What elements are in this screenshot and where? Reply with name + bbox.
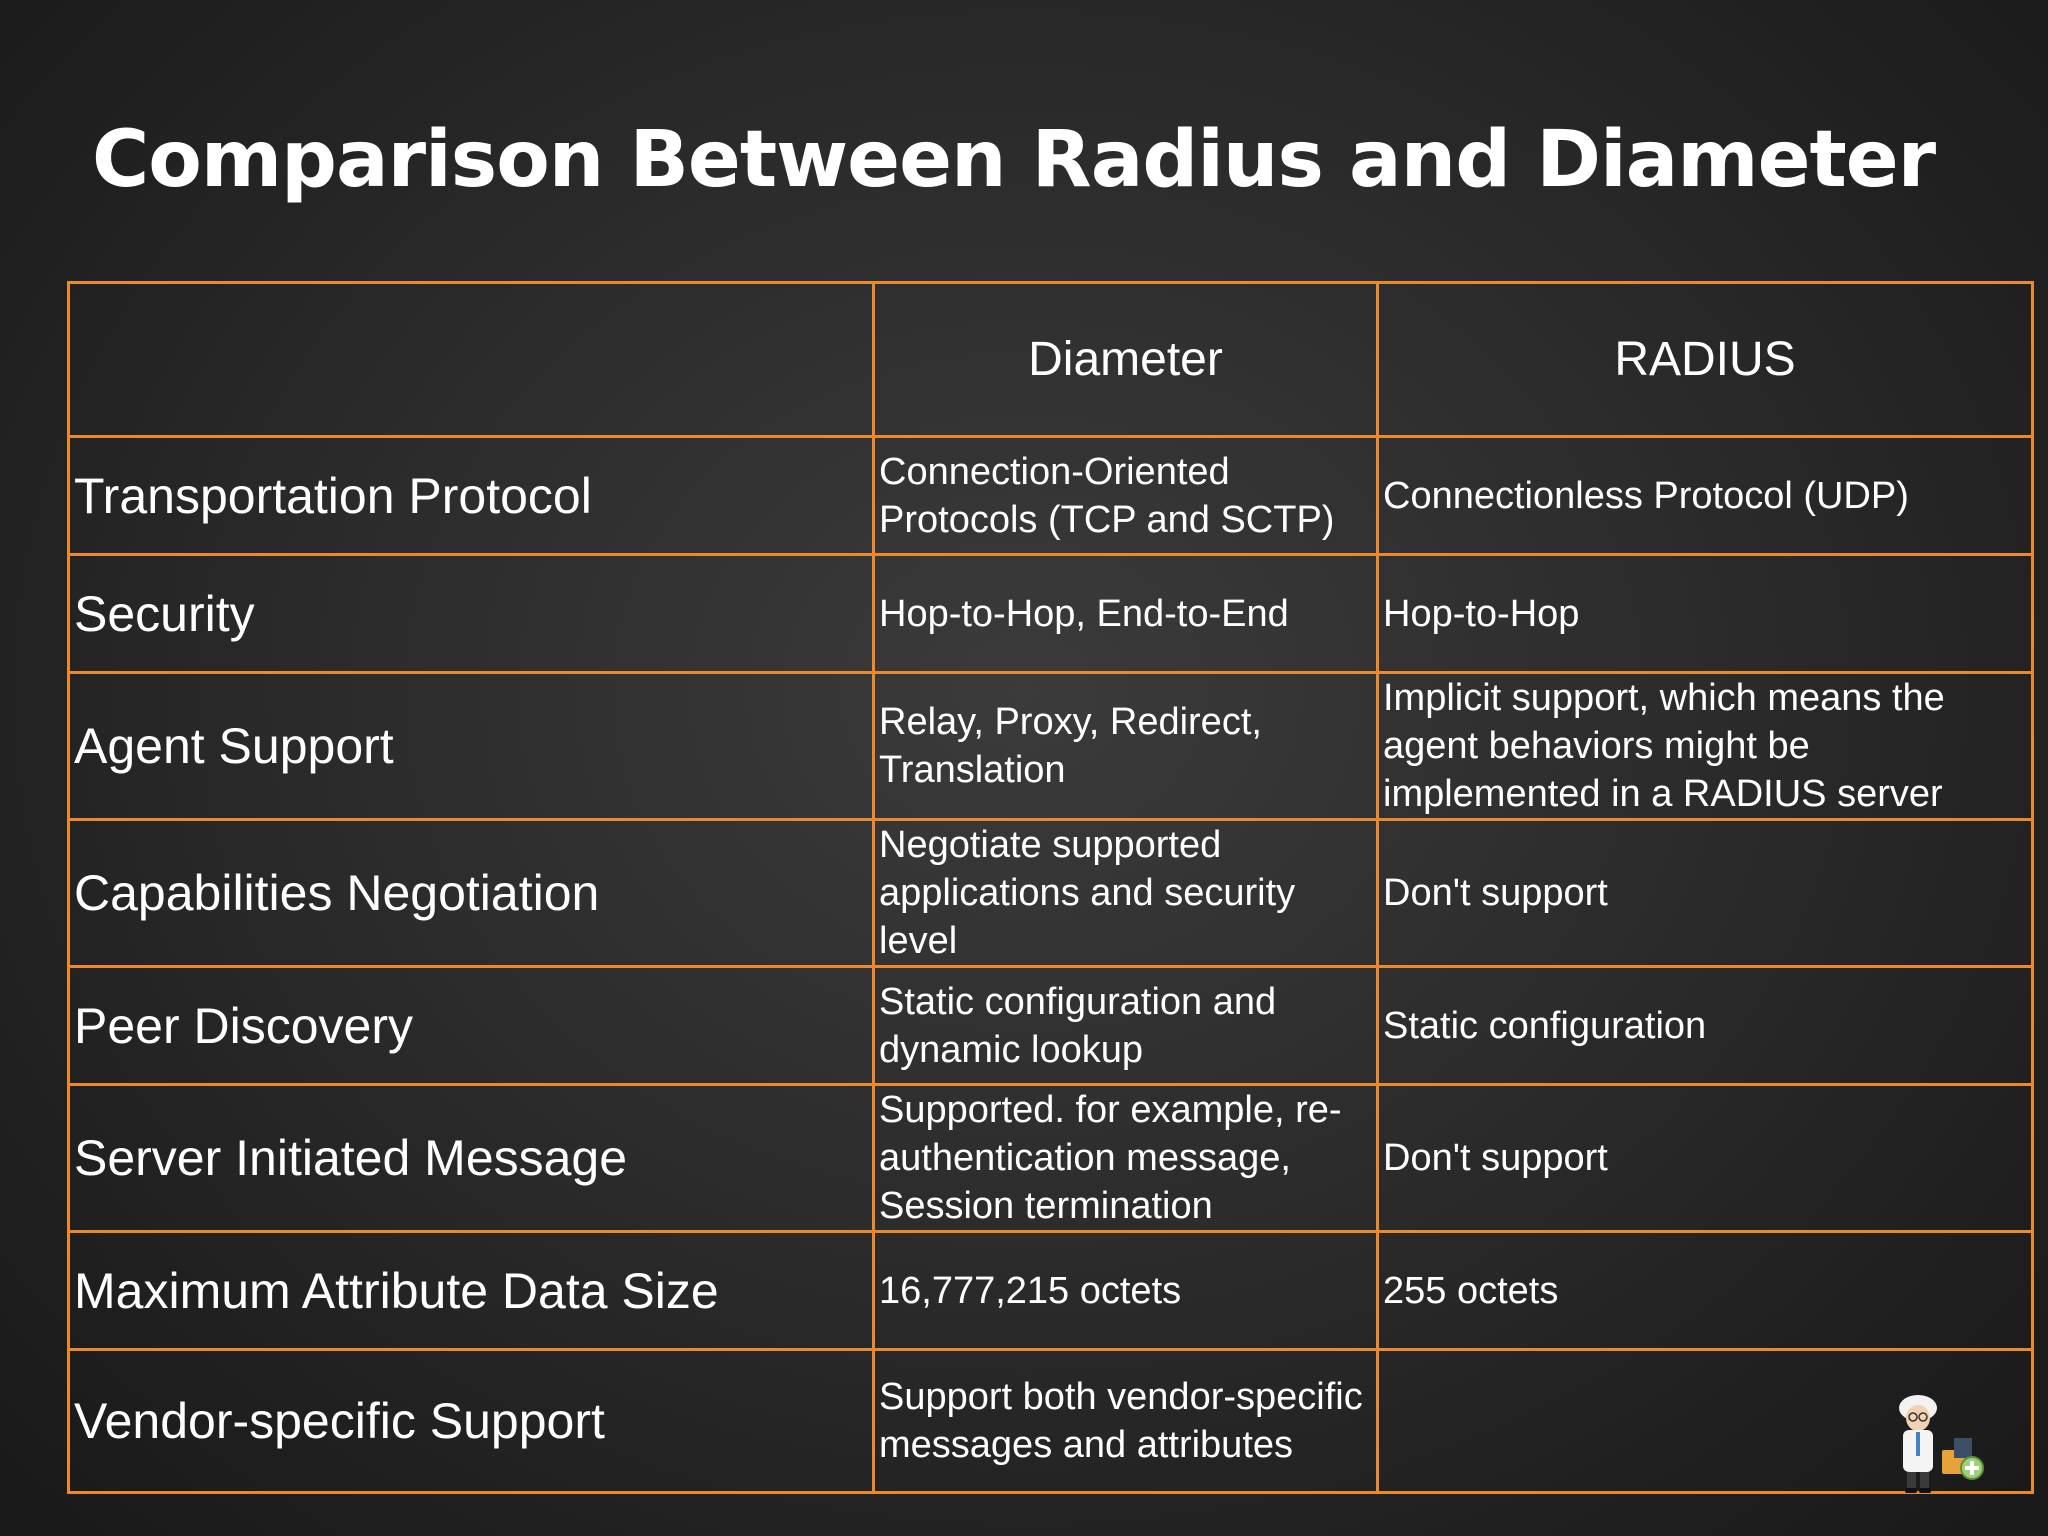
row-label: Maximum Attribute Data Size: [67, 1230, 875, 1351]
diameter-cell: Negotiate supported applications and sec…: [872, 818, 1379, 968]
diameter-cell: Hop-to-Hop, End-to-End: [872, 553, 1379, 674]
radius-cell: Don't support: [1376, 1083, 2034, 1233]
table-row: Agent Support Relay, Proxy, Redirect, Tr…: [67, 671, 2034, 821]
professor-mascot-icon: [1899, 1395, 1984, 1493]
row-label: Peer Discovery: [67, 965, 875, 1086]
diameter-cell: Relay, Proxy, Redirect, Translation: [872, 671, 1379, 821]
table-row: Vendor-specific Support Support both ven…: [67, 1348, 2034, 1494]
slide-title: Comparison Between Radius and Diameter: [92, 115, 1936, 205]
table-row: Peer Discovery Static configuration and …: [67, 965, 2034, 1086]
table-row: Maximum Attribute Data Size 16,777,215 o…: [67, 1230, 2034, 1351]
radius-cell: Static configuration: [1376, 965, 2034, 1086]
header-radius: RADIUS: [1376, 281, 2034, 438]
diameter-cell: 16,777,215 octets: [872, 1230, 1379, 1351]
row-label: Server Initiated Message: [67, 1083, 875, 1233]
radius-cell: 255 octets: [1376, 1230, 2034, 1351]
table-header-row: Diameter RADIUS: [67, 281, 2034, 438]
row-label: Agent Support: [67, 671, 875, 821]
row-label: Security: [67, 553, 875, 674]
row-label: Capabilities Negotiation: [67, 818, 875, 968]
diameter-cell: Supported. for example, re-authenticatio…: [872, 1083, 1379, 1233]
comparison-table: Diameter RADIUS Transportation Protocol …: [67, 281, 2034, 1494]
table-row: Server Initiated Message Supported. for …: [67, 1083, 2034, 1233]
table-row: Capabilities Negotiation Negotiate suppo…: [67, 818, 2034, 968]
radius-cell: Hop-to-Hop: [1376, 553, 2034, 674]
row-label: Vendor-specific Support: [67, 1348, 875, 1494]
header-empty-cell: [67, 281, 875, 438]
diameter-cell: Support both vendor-specific messages an…: [872, 1348, 1379, 1494]
radius-cell: Don't support: [1376, 818, 2034, 968]
header-diameter: Diameter: [872, 281, 1379, 438]
table-row: Transportation Protocol Connection-Orien…: [67, 435, 2034, 556]
diameter-cell: Static configuration and dynamic lookup: [872, 965, 1379, 1086]
row-label: Transportation Protocol: [67, 435, 875, 556]
table-row: Security Hop-to-Hop, End-to-End Hop-to-H…: [67, 553, 2034, 674]
diameter-cell: Connection-Oriented Protocols (TCP and S…: [872, 435, 1379, 556]
radius-cell: Implicit support, which means the agent …: [1376, 671, 2034, 821]
radius-cell: Connectionless Protocol (UDP): [1376, 435, 2034, 556]
